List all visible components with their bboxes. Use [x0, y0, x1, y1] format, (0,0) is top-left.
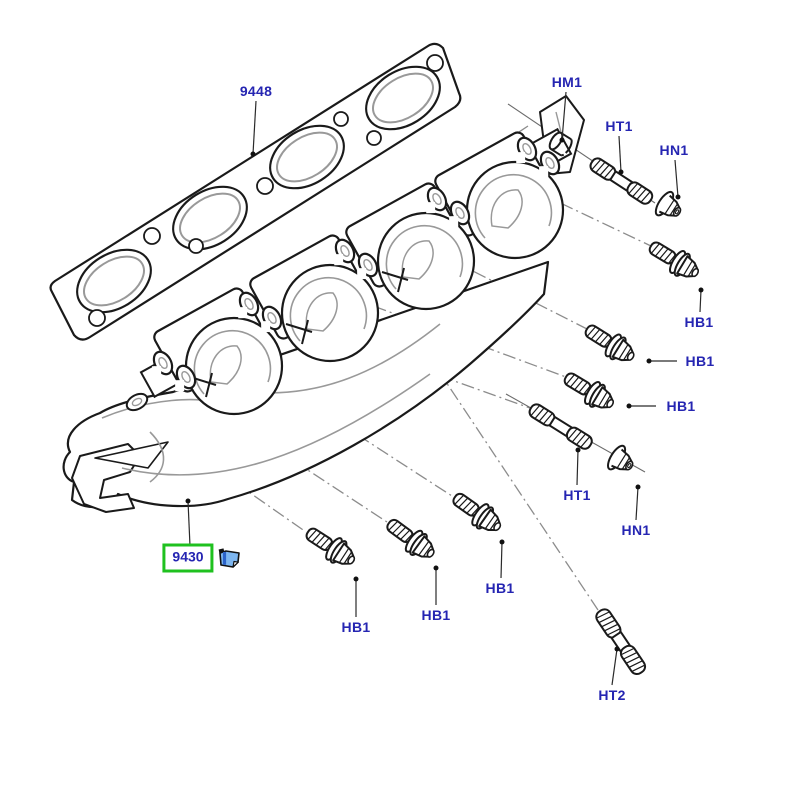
callout-hm1[interactable]: HM1: [551, 74, 583, 90]
callout-ht1-lower[interactable]: HT1: [563, 487, 591, 503]
leader-lines: [187, 91, 702, 686]
selected-part-number: 9430: [172, 548, 204, 565]
callout-hb1-right-3[interactable]: HB1: [666, 398, 696, 414]
bolt-hb1-right-2: [579, 317, 641, 370]
leader-dots: [185, 137, 704, 652]
gasket-drawing: [49, 42, 462, 341]
manifold-drawing: [62, 95, 585, 513]
callout-9448[interactable]: 9448: [239, 83, 273, 99]
part-detail-icon[interactable]: [217, 548, 241, 570]
nut-hn1-upper: [651, 188, 688, 226]
stud-ht1-upper: [587, 155, 656, 207]
bolt-hb1-right-1: [643, 234, 705, 286]
callout-hb1-bottom-2[interactable]: HB1: [421, 607, 451, 623]
bolt-hb1-right-3: [558, 365, 620, 417]
callout-9430-selected[interactable]: 9430: [162, 543, 214, 573]
bolt-hb1-bottom-1: [300, 520, 362, 573]
stud-ht1-lower: [526, 401, 596, 453]
stud-ht2: [592, 605, 649, 678]
callout-hn1-upper[interactable]: HN1: [659, 142, 689, 158]
bolt-hb1-bottom-2: [380, 511, 442, 566]
callout-hb1-bottom-1[interactable]: HB1: [341, 619, 371, 635]
callout-ht2[interactable]: HT2: [598, 687, 626, 703]
callout-hb1-right-1[interactable]: HB1: [684, 314, 714, 330]
nut-hn1-lower: [603, 442, 640, 480]
callout-hn1-lower[interactable]: HN1: [621, 522, 651, 538]
bolt-hb1-bottom-3: [446, 485, 508, 540]
callout-hb1-bottom-3[interactable]: HB1: [485, 580, 515, 596]
callout-ht1-upper[interactable]: HT1: [605, 118, 633, 134]
callout-hb1-right-2[interactable]: HB1: [685, 353, 715, 369]
